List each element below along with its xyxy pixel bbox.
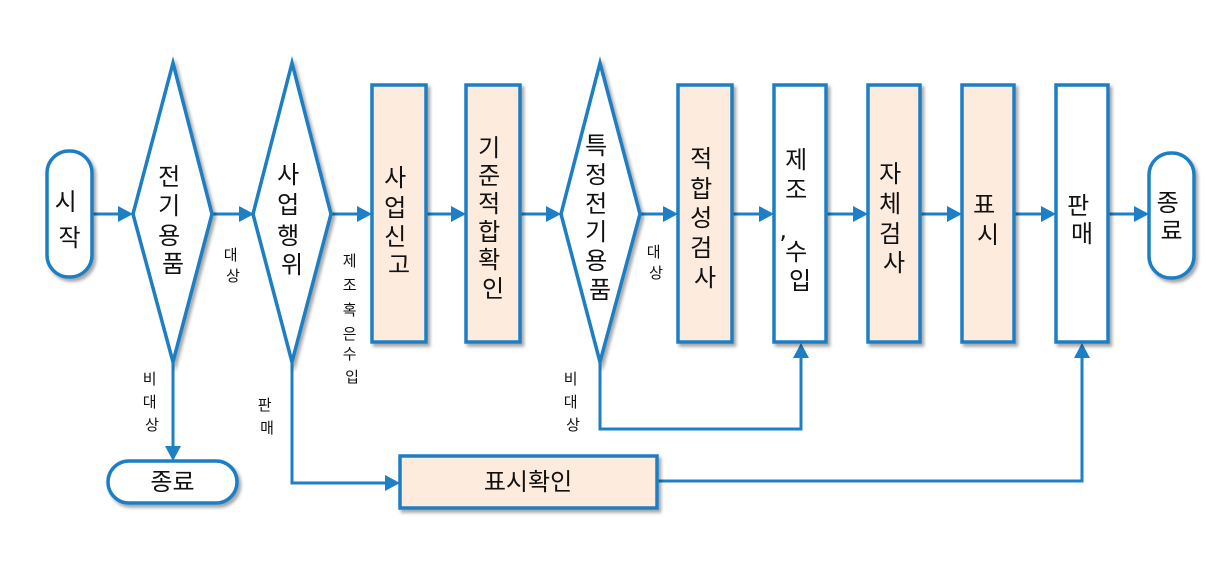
node-manufacture-import[interactable]: 제 조 , 수 입 — [772, 83, 828, 344]
node-business-activity-decision[interactable]: 사 업 행 위 — [251, 56, 333, 369]
arrowhead-icon — [546, 206, 561, 222]
arrowhead-icon — [1134, 206, 1149, 222]
edge-start-to-electric-product — [92, 206, 133, 222]
arrowhead-icon — [165, 446, 181, 461]
node-standard-conformity[interactable]: 기 준 적 합 확 인 — [464, 83, 522, 344]
edge-conformity-inspection-to-manufacture-import — [732, 206, 774, 222]
node-end-non-target[interactable]: 종료 — [106, 459, 239, 505]
arrowhead-icon — [357, 206, 372, 222]
edge-electric-product-to-business-activity — [212, 206, 254, 222]
edge-standard-conformity-to-specific-product — [520, 206, 561, 222]
node-business-activity-label: 사 업 행 위 — [277, 161, 307, 279]
node-marking-label: 표 시 — [973, 191, 1003, 249]
node-standard-conformity-label: 기 준 적 합 확 인 — [478, 134, 508, 303]
node-manufacture-import-label: 제 조 , 수 입 — [779, 146, 815, 295]
node-start[interactable]: 시 작 — [45, 149, 94, 279]
edge-label-specific-non-target: 비 대 상 — [564, 370, 583, 434]
arrowhead-icon — [759, 206, 774, 222]
edge-specific-product-to-conformity-inspection — [640, 206, 678, 222]
arrowhead-icon — [385, 475, 400, 491]
node-marking-check[interactable]: 표시확인 — [398, 454, 659, 510]
arrowhead-icon — [947, 206, 962, 222]
arrowhead-icon — [793, 343, 809, 358]
node-specific-electric-product-decision[interactable]: 특 정 전 기 용 품 — [559, 56, 642, 369]
arrowhead-icon — [663, 206, 678, 222]
edge-business-activity-to-business-report — [331, 206, 372, 222]
edge-electric-product-to-end-non-target — [165, 362, 181, 461]
edge-self-inspection-to-marking — [920, 206, 962, 222]
node-specific-electric-product-label: 특 정 전 기 용 품 — [585, 132, 615, 304]
node-self-inspection[interactable]: 자 체 검 사 — [866, 83, 922, 344]
edge-specific-product-non-target-to-manufacture-import — [598, 343, 809, 431]
arrowhead-icon — [239, 206, 254, 222]
edge-label-activity-sale: 판 매 — [258, 396, 277, 437]
node-start-label: 시 작 — [55, 188, 85, 252]
node-end-main[interactable]: 종 료 — [1147, 151, 1196, 280]
node-end-non-target-label: 종료 — [150, 468, 194, 496]
node-sale[interactable]: 판 매 — [1054, 83, 1110, 344]
edge-business-activity-sale-to-marking-check — [290, 362, 400, 491]
node-self-inspection-label: 자 체 검 사 — [879, 160, 909, 277]
node-electric-product-label: 전 기 용 품 — [158, 163, 188, 278]
edge-marking-check-to-sale — [657, 343, 1090, 483]
edge-business-report-to-standard-conformity — [426, 206, 466, 222]
edge-label-electric-target: 대 상 — [224, 246, 243, 285]
arrowhead-icon — [118, 206, 133, 222]
arrowhead-icon — [451, 206, 466, 222]
node-sale-label: 판 매 — [1067, 192, 1097, 248]
edge-sale-to-end — [1108, 206, 1149, 222]
edge-label-specific-target: 대 상 — [647, 243, 666, 282]
edge-label-electric-non-target: 비 대 상 — [143, 370, 162, 434]
edge-manufacture-import-to-self-inspection — [826, 206, 868, 222]
node-conformity-inspection[interactable]: 적 합 성 검 사 — [676, 83, 734, 344]
node-business-report[interactable]: 사 업 신 고 — [370, 83, 428, 344]
node-electric-product-decision[interactable]: 전 기 용 품 — [131, 56, 214, 369]
node-marking-check-label: 표시확인 — [484, 468, 572, 496]
arrowhead-icon — [1041, 206, 1056, 222]
node-conformity-inspection-label: 적 합 성 검 사 — [690, 145, 720, 292]
node-end-main-label: 종 료 — [1157, 189, 1187, 245]
arrowhead-icon — [853, 206, 868, 222]
node-marking[interactable]: 표 시 — [960, 83, 1016, 344]
edge-marking-to-sale — [1014, 206, 1056, 222]
node-business-report-label: 사 업 신 고 — [384, 164, 414, 279]
edge-label-activity-manufacture-or-import: 제 조 혹 은 수 입 — [343, 252, 362, 386]
edges — [92, 206, 1149, 491]
arrowhead-icon — [1074, 343, 1090, 358]
